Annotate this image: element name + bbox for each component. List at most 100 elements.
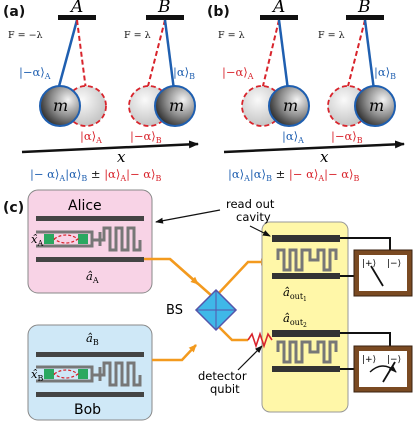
pendulum-a-left: A F = −λ m |−α⟩A |α⟩A	[8, 0, 107, 145]
panel-a: (a) A F = −λ m |−α⟩A |α⟩A B F = λ m |α⟩B…	[3, 0, 199, 183]
ket-blue: |−α⟩A	[19, 65, 51, 81]
force-label: F = −λ	[8, 30, 43, 41]
meter-2: |+⟩ |−⟩	[353, 345, 413, 393]
meter-2-arc	[369, 365, 397, 373]
a-out2-label: âout2	[283, 311, 307, 329]
a-out1-label: âout1	[283, 285, 307, 303]
ket-blue: |α⟩B	[173, 65, 195, 81]
bob-a-operator: âB	[86, 331, 99, 347]
support-label: A	[271, 0, 285, 17]
alice-output-arrow	[169, 258, 199, 285]
alice-label: Alice	[68, 198, 102, 214]
bob-bottom-line	[36, 392, 144, 397]
cavity2-bottom	[272, 366, 340, 372]
support-label: B	[157, 0, 171, 17]
cavity2-top	[272, 330, 340, 337]
pendulum-b-right: B F = λ m |α⟩B |−α⟩B	[318, 0, 396, 145]
string-blue	[277, 19, 290, 91]
out2-zigzag	[247, 331, 273, 349]
mass-label: m	[369, 96, 384, 115]
detector-pointer	[237, 345, 263, 371]
pendulum-b-left: A F = λ m |−α⟩A |α⟩A	[218, 0, 310, 145]
support-label: A	[69, 0, 83, 17]
string-red-dashed	[76, 19, 87, 91]
support-bar	[146, 15, 184, 20]
bob-cavity-mode	[53, 369, 80, 379]
readout-pointer-2	[249, 225, 271, 237]
bob-resonator	[36, 361, 142, 387]
x-axis-arrow	[223, 140, 405, 154]
cavity1-bottom	[272, 273, 340, 279]
alice-a-operator: âA	[86, 269, 99, 285]
bob-top-line	[36, 352, 144, 357]
support-bar	[58, 15, 96, 20]
bob-label: Bob	[74, 402, 101, 418]
support-label: B	[357, 0, 371, 17]
cavity1-meander	[276, 248, 338, 272]
line-bob-to-bs	[152, 344, 197, 362]
meter-2-left-label: |+⟩	[362, 355, 376, 365]
line-bs-to-out2	[217, 325, 248, 342]
mass-label: m	[53, 96, 68, 115]
mass	[154, 85, 196, 127]
mass	[39, 85, 81, 127]
cavity1-top	[272, 235, 340, 242]
pendulum-a-right: B F = λ m |α⟩B |−α⟩B	[124, 0, 196, 145]
meter-1-right-label: |−⟩	[387, 259, 401, 269]
panel-b: (b) A F = λ m |−α⟩A |α⟩A B F = λ m |α⟩B …	[207, 0, 405, 183]
string-blue	[56, 19, 79, 91]
bob-x-operator: x̂B	[31, 367, 44, 383]
bob-mirror-left	[44, 369, 54, 379]
alice-x-operator: x̂A	[31, 232, 44, 248]
beam-splitter: BS	[166, 288, 238, 332]
x-axis-arrow	[21, 140, 199, 154]
alice-mirror-left	[44, 234, 54, 244]
string-red-dashed	[261, 19, 280, 91]
state-equation: |− α⟩A|α⟩B ± |α⟩A|− α⟩B	[30, 167, 162, 183]
meter-1: |+⟩ |−⟩	[353, 249, 413, 297]
support-bar	[260, 15, 298, 20]
panel-b-tag: (b)	[207, 4, 230, 20]
string-red-dashed	[346, 19, 366, 91]
cavity2-meander	[276, 340, 338, 364]
mass-label: m	[283, 96, 298, 115]
string-blue	[363, 19, 376, 91]
bob-mirror-right	[78, 369, 88, 379]
panel-c: (c) Alice x̂A âA âB	[3, 189, 413, 421]
string-red-dashed	[146, 19, 166, 91]
bs-label: BS	[166, 303, 183, 318]
line-bs-to-out1	[217, 258, 269, 295]
force-label: F = λ	[318, 30, 345, 41]
force-label: F = λ	[124, 30, 151, 41]
string-blue	[163, 19, 176, 91]
x-axis-label: x	[320, 148, 329, 166]
support-bar	[346, 15, 384, 20]
ket-blue: |α⟩B	[374, 65, 396, 81]
ket-red: |−α⟩B	[130, 129, 162, 145]
force-label: F = λ	[218, 30, 245, 41]
panel-c-tag: (c)	[3, 200, 24, 216]
mass-label: m	[169, 96, 184, 115]
alice-mirror-right	[78, 234, 88, 244]
alice-box: Alice x̂A âA	[27, 189, 153, 294]
alice-cavity-mode	[53, 234, 80, 244]
x-axis-label: x	[117, 148, 126, 166]
panel-a-tag: (a)	[3, 4, 25, 20]
state-equation: |α⟩A|α⟩B ± |− α⟩A|− α⟩B	[228, 167, 360, 183]
wire-meter-1	[340, 237, 391, 250]
ket-red: |−α⟩B	[331, 129, 363, 145]
mass	[268, 85, 310, 127]
alice-bottom-line	[36, 257, 144, 262]
alice-background	[27, 189, 153, 294]
meter-2-right-label: |−⟩	[387, 355, 401, 365]
readout-pointer-1	[155, 209, 221, 224]
meter-1-left-label: |+⟩	[362, 259, 376, 269]
ket-red: |−α⟩A	[222, 65, 254, 81]
alice-resonator	[36, 226, 142, 252]
ket-red: |α⟩A	[80, 129, 102, 145]
meter-1-needle	[370, 265, 384, 287]
alice-top-line	[36, 216, 144, 221]
mass	[354, 85, 396, 127]
